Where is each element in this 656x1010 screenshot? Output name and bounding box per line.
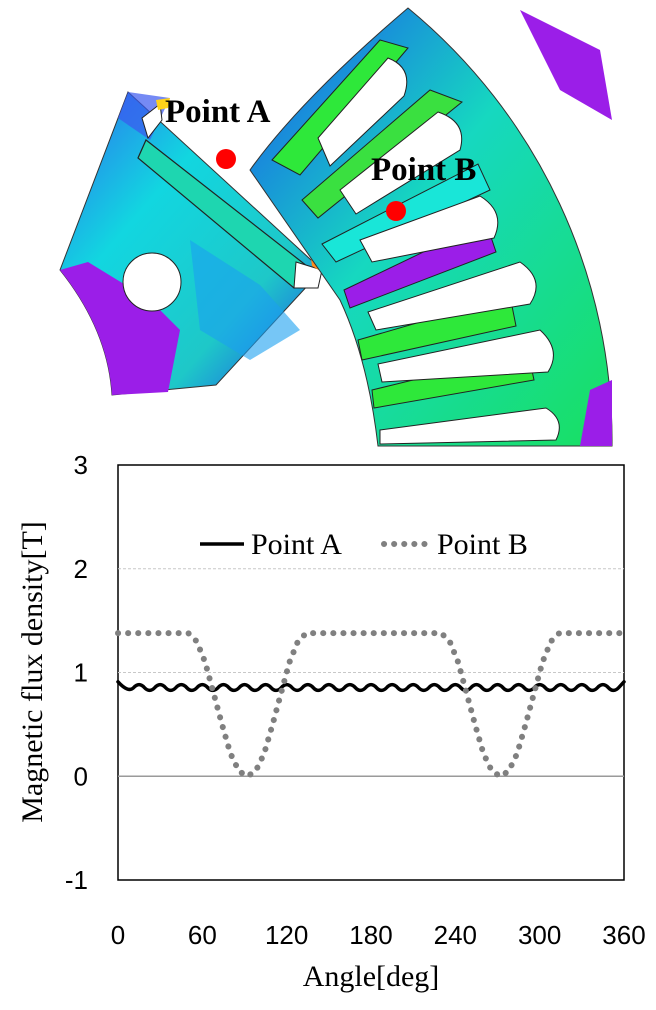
y-tick-1: 1: [74, 658, 88, 688]
point-a-label: Point A: [165, 94, 271, 130]
y-axis-title: Magnetic flux density[T]: [16, 521, 49, 823]
legend: Point A Point B: [200, 528, 528, 561]
legend-label-point-a: Point A: [251, 528, 342, 561]
y-tick-labels: -1 0 1 2 3: [65, 450, 88, 895]
series-line-point-b: [115, 630, 627, 780]
fem-flux-plot: Point A Point B: [59, 7, 613, 447]
rotor-hole: [122, 252, 182, 312]
point-b-label: Point B: [371, 152, 476, 188]
x-tick-60: 60: [188, 920, 217, 950]
y-tick-2: 2: [74, 554, 88, 584]
stator-sector: [249, 7, 613, 447]
series-lines: [115, 630, 627, 780]
x-tick-0: 0: [111, 920, 125, 950]
rotor-low-flux-region: [60, 262, 180, 395]
flux-density-chart: -1 0 1 2 3 0 60 120 180 240 300 360 Point A Point …: [16, 450, 646, 993]
x-tick-360: 360: [602, 920, 645, 950]
gridlines: [118, 568, 624, 777]
point-b-marker: [386, 201, 406, 221]
x-tick-300: 300: [518, 920, 561, 950]
x-axis-title: Angle[deg]: [303, 960, 440, 993]
y-tick-3: 3: [74, 450, 88, 480]
x-tick-labels: 0 60 120 180 240 300 360: [111, 920, 646, 950]
x-tick-120: 120: [265, 920, 308, 950]
x-tick-180: 180: [349, 920, 392, 950]
x-tick-240: 240: [434, 920, 477, 950]
legend-label-point-b: Point B: [437, 528, 528, 561]
y-tick--1: -1: [65, 865, 88, 895]
y-tick-0: 0: [74, 761, 88, 791]
point-a-marker: [216, 149, 236, 169]
